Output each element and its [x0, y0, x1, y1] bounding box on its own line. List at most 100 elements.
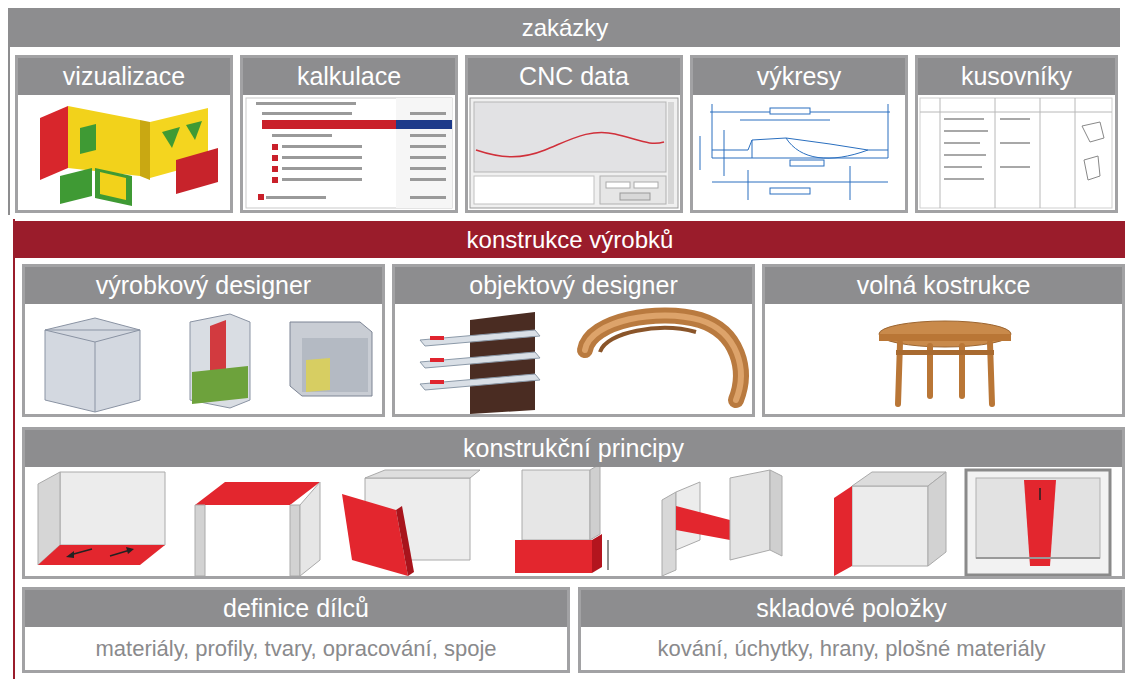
technical-drawing-part: [790, 160, 824, 166]
cnc-screenshot-part: [600, 176, 666, 204]
principle-5: [662, 470, 782, 576]
principles-box: konstrukční principy: [22, 427, 1125, 579]
box-heading: zakázky: [10, 8, 1120, 47]
construction-panel: konstrukce výrobkůvýrobkový designerobje…: [13, 219, 1128, 679]
parts-list-screenshot-part: [1000, 142, 1030, 144]
principle-6-part: [852, 486, 928, 566]
principle-6-part: [928, 472, 946, 566]
cabinet-models-part: [306, 358, 330, 392]
cabinet-models-part: [190, 314, 250, 408]
shop-fittings-part: [430, 336, 444, 384]
technical-drawing-part: [712, 182, 888, 183]
cost-tree-screenshot-part: [256, 102, 356, 105]
shop-fittings-part: [430, 358, 444, 362]
cnc-screenshot-part: [634, 182, 658, 188]
principle-4-part: [592, 534, 602, 573]
cnc-screenshot-part: [474, 102, 666, 172]
designer-box: výrobkový designer: [22, 264, 385, 417]
box-heading: výrobkový designer: [25, 267, 382, 304]
cabinet-models-part: [302, 338, 368, 392]
technical-drawing-part: [740, 120, 830, 121]
principle-1-part: [66, 551, 74, 558]
cost-tree-screenshot-part: [258, 194, 264, 200]
parts-list-screenshot: [920, 98, 1112, 208]
playground-render-part: [186, 121, 202, 140]
cost-tree-screenshot-part: [282, 167, 362, 170]
parts-list-screenshot-part: [944, 118, 984, 120]
cost-tree-screenshot-part: [410, 112, 446, 115]
principle-4: [515, 464, 608, 573]
cost-tree-screenshot-part: [272, 166, 278, 172]
shop-fittings-part: [585, 315, 741, 400]
cost-tree-screenshot-part: [410, 156, 446, 159]
cost-tree-screenshot-part: [262, 120, 396, 129]
shop-fittings-part: [420, 330, 540, 346]
cost-tree-screenshot-part: [246, 98, 452, 208]
shop-fittings-part: [420, 374, 540, 390]
technical-drawing: [700, 104, 890, 200]
principle-1-part: [60, 472, 165, 545]
cost-tree-screenshot-part: [262, 112, 352, 115]
cost-tree-screenshot-part: [272, 134, 332, 137]
box-heading: definice dílců: [25, 590, 567, 627]
principle-6: [834, 472, 946, 576]
shop-fittings-part: [430, 380, 444, 384]
round-table-part: [879, 334, 1011, 341]
box-heading: kusovníky: [918, 58, 1115, 95]
parts-list-screenshot-part: [944, 142, 980, 144]
playground-render-part: [40, 106, 68, 180]
principle-7: [966, 470, 1110, 575]
box-heading: skladové položky: [581, 590, 1122, 627]
principle-5-part: [770, 470, 782, 556]
principle-6-part: [834, 486, 852, 576]
box-heading: kalkulace: [243, 58, 455, 95]
cabinet-models-part: [95, 342, 96, 412]
cnc-screenshot-part: [474, 176, 594, 204]
cost-tree-screenshot-part: [272, 144, 278, 150]
technical-drawing-part: [748, 170, 749, 200]
playground-render-part: [162, 127, 180, 148]
principle-2-part: [195, 482, 320, 505]
parts-list-screenshot-part: [1000, 166, 1030, 168]
box-subtitle: materiály, profily, tvary, opracování, s…: [25, 627, 567, 670]
parts-list-screenshot-part: [920, 98, 1112, 208]
parts-list-screenshot-part: [944, 166, 982, 168]
principle-1: [38, 472, 165, 565]
orders-panel: zakázkyvizualizacekalkulaceCNC datavýkre…: [8, 8, 1120, 215]
principle-2-part: [290, 505, 300, 576]
shop-fittings-part: [420, 352, 540, 368]
shop-fittings-part: [600, 328, 696, 352]
output-box: kusovníky: [915, 55, 1118, 213]
cnc-screenshot-part: [476, 132, 664, 156]
parts-list-screenshot-part: [920, 98, 1112, 208]
parts-list-screenshot-part: [944, 118, 1030, 180]
round-table-part: [896, 350, 994, 355]
cost-tree-screenshot-part: [272, 177, 278, 183]
technical-drawing-part: [752, 140, 753, 158]
cost-tree-screenshot-part: [266, 196, 326, 199]
output-box: výkresy: [690, 55, 908, 213]
shop-fittings-part: [585, 315, 741, 400]
technical-drawing-part: [712, 138, 888, 150]
box-heading: vizualizace: [18, 58, 230, 95]
cost-tree-screenshot-part: [282, 145, 362, 148]
technical-drawing-part: [770, 188, 810, 194]
principle-3-part: [396, 506, 414, 576]
technical-drawing-part: [850, 166, 851, 200]
principle-3-part: [342, 494, 408, 576]
definition-box: definice dílcůmateriály, profily, tvary,…: [22, 587, 570, 673]
technical-drawing-part: [700, 136, 701, 170]
principle-5-part: [730, 470, 770, 560]
principle-4-part: [590, 464, 600, 540]
parts-list-screenshot-part: [1082, 122, 1104, 142]
principle-7-part: [976, 557, 1100, 559]
shop-fittings-part: [430, 336, 444, 340]
technical-drawing-part: [786, 138, 868, 158]
cost-tree-screenshot-part: [256, 102, 446, 199]
parts-list-screenshot-part: [1084, 156, 1100, 180]
playground-render-part: [60, 168, 92, 204]
box-heading: konstrukční principy: [25, 430, 1122, 467]
cost-tree-screenshot-part: [410, 178, 446, 181]
parts-list-screenshot-part: [1000, 118, 1030, 120]
